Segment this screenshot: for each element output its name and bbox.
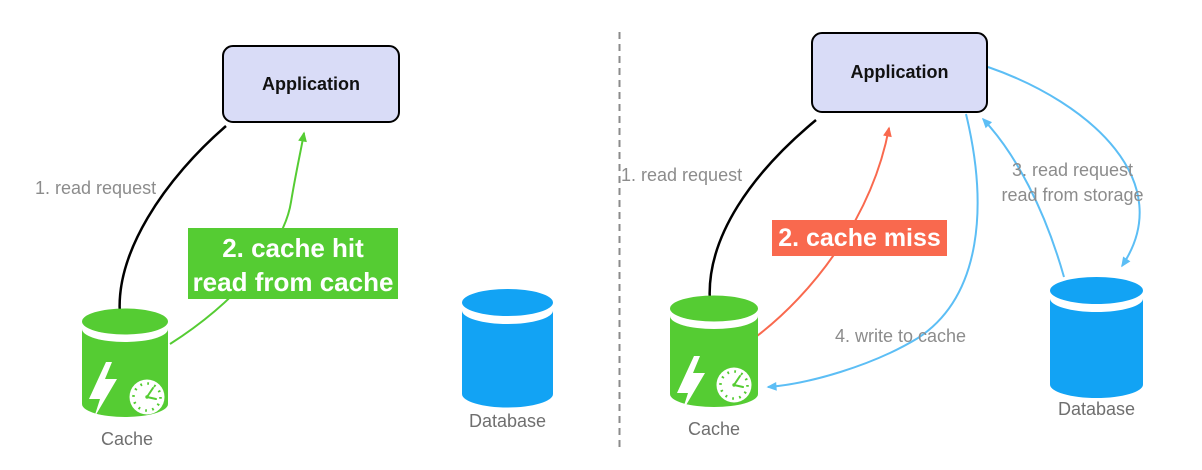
application-label: Application (850, 62, 949, 82)
database-node-label: Database (1057, 399, 1136, 419)
left-read-request-arrow (113, 125, 227, 326)
cache-miss-badge: 2. cache miss (772, 220, 947, 256)
clock-icon (129, 379, 165, 415)
application-box: Application (811, 32, 988, 113)
right-read-from-storage-down-arrow (987, 66, 1141, 268)
cache-node-label: Cache (687, 419, 741, 439)
lightning-icon (677, 356, 705, 412)
application-box: Application (222, 45, 400, 123)
cache-node-label: Cache (100, 429, 154, 449)
read-from-storage-line1: 3. read request (1011, 160, 1134, 180)
write-to-cache-label: 4. write to cache (835, 326, 967, 346)
left-cache-cylinder (82, 308, 168, 418)
right-read-from-storage-up-arrow (981, 117, 1065, 278)
read-from-storage-label: 3. read request read from storage (985, 158, 1160, 208)
right-read-request-arrow (703, 119, 817, 314)
cache-hit-badge-line2: read from cache (192, 267, 394, 297)
lightning-icon (89, 362, 117, 418)
application-label: Application (262, 73, 360, 94)
database-node-label: Database (468, 411, 547, 431)
cache-hit-badge: 2. cache hit read from cache (188, 228, 398, 299)
left-database-cylinder (462, 289, 553, 408)
read-from-storage-line2: read from storage (1001, 185, 1144, 205)
right-write-to-cache-arrow (766, 113, 979, 391)
clock-icon (716, 367, 752, 403)
cache-hit-badge-line1: 2. cache hit (222, 233, 364, 263)
read-request-label: 1. read request (35, 178, 157, 198)
right-database-cylinder (1050, 277, 1143, 398)
right-cache-cylinder (670, 295, 758, 412)
left-cache-hit-arrow (169, 131, 307, 345)
read-request-label: 1. read request (621, 165, 743, 185)
